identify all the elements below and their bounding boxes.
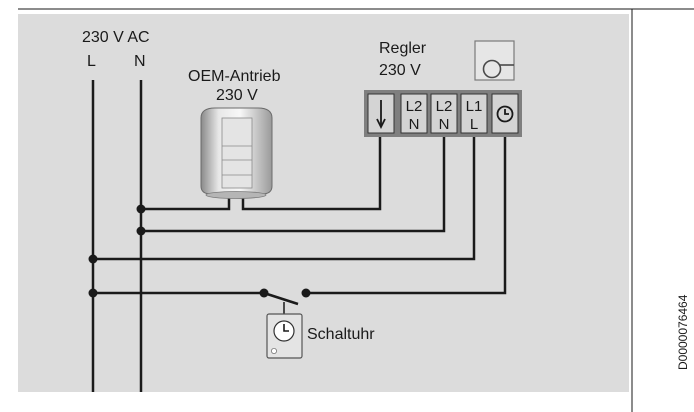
junction-dot [136, 204, 146, 214]
switch-contact-dot [301, 288, 311, 298]
terminal-bottom-label: N [409, 116, 420, 133]
clock-icon [496, 105, 514, 123]
terminal-l2-n-a [400, 93, 428, 134]
junction-dot [88, 288, 98, 298]
controller-voltage-label: 230 V [379, 62, 421, 79]
wires [91, 80, 507, 392]
timer-switch-blade [263, 291, 299, 306]
actuator-voltage-label: 230 V [216, 87, 258, 104]
timer-output-wire [306, 137, 507, 295]
terminal-l2-n-b [430, 93, 458, 134]
timer-name-label: Schaltuhr [307, 326, 375, 343]
actuator-signal-wire [241, 137, 382, 211]
controller-icon [474, 40, 515, 81]
timer-icon [266, 313, 303, 359]
controller-name-label: Regler [379, 40, 427, 57]
neutral-label: N [134, 53, 146, 70]
junction-dots [88, 204, 311, 298]
actuator-neutral-wire [141, 196, 231, 211]
terminal-l1-l [460, 93, 488, 134]
terminal-bottom-label: N [439, 116, 450, 133]
terminal-block: L2 N L2 N L1 L [364, 90, 522, 137]
terminal-top-label: L1 [466, 98, 483, 115]
actuator-name-label: OEM-Antrieb [188, 68, 281, 85]
controller-l-wire [93, 137, 476, 261]
switch-contact-dot [259, 288, 269, 298]
terminal-top-label: L2 [436, 98, 453, 115]
arrow-down-icon [376, 100, 386, 130]
document-id: D0000076464 [676, 294, 690, 370]
terminal-top-label: L2 [406, 98, 423, 115]
phase-label: L [87, 53, 96, 70]
supply-voltage-label: 230 V AC [82, 29, 150, 46]
junction-dot [88, 254, 98, 264]
junction-dot [136, 226, 146, 236]
diagram-panel [18, 14, 629, 392]
controller-n-wire [141, 137, 446, 233]
actuator-icon [200, 107, 273, 199]
terminal-bottom-label: L [470, 116, 478, 133]
